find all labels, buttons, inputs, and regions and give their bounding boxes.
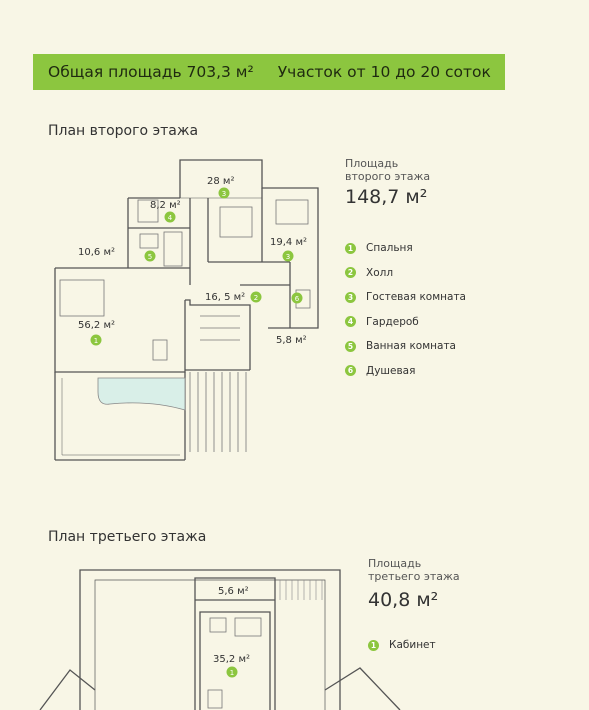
floor2-legend: 1 Спальня 2 Холл 3 Гостевая комната 4 Гардер… [345, 236, 466, 383]
floor2-walls [54, 159, 319, 461]
room-badge-number: 3 [286, 253, 290, 261]
room-area-16-5: 16, 5 м² [205, 292, 245, 303]
room-badge-number: 2 [254, 294, 258, 302]
legend-label: Кабинет [389, 639, 436, 652]
room-area-56-2: 56,2 м² [78, 320, 115, 331]
legend-number-badge: 3 [345, 291, 356, 303]
floor3-legend: 1 Кабинет [368, 633, 436, 658]
legend-item: 2 Холл [345, 261, 466, 286]
floor2-area-label-line2: второго этажа [345, 170, 431, 183]
floor3-area-label-line2: третьего этажа [368, 570, 460, 583]
room-area-19-4: 19,4 м² [270, 237, 307, 248]
room-badge: 3 [282, 250, 294, 262]
room-badge: 4 [164, 211, 176, 223]
floor3-area-value: 40,8 м² [368, 589, 439, 611]
legend-number-badge: 1 [345, 242, 356, 254]
legend-number-badge: 5 [345, 340, 356, 352]
room-badge: 2 [250, 291, 262, 303]
room-badge-number: 3 [222, 190, 226, 198]
legend-number-badge: 6 [345, 365, 356, 377]
legend-number-badge: 4 [345, 316, 356, 328]
room-badge-number: 1 [230, 669, 234, 677]
floor3-walls [39, 569, 401, 710]
floor3-area-label-line1: Площадь [368, 557, 422, 570]
floor3-stairs [279, 580, 323, 600]
room-area-10-6: 10,6 м² [78, 247, 115, 258]
floor3-furniture [207, 617, 262, 709]
room-badge-number: 4 [168, 214, 173, 222]
area-banner: Общая площадь 703,3 м² Участок от 10 до … [33, 54, 505, 90]
legend-number-badge: 1 [368, 639, 379, 651]
floor2-area-label: Площадь второго этажа [345, 157, 430, 183]
legend-item: 5 Ванная комната [345, 334, 466, 359]
legend-item: 3 Гостевая комната [345, 285, 466, 310]
floor3-area-label: Площадь третьего этажа [368, 557, 460, 583]
room-area-5-6: 5,6 м² [218, 586, 249, 597]
room-badge-number: 1 [94, 337, 98, 345]
room-badge-number: 6 [295, 295, 300, 303]
legend-number-badge: 2 [345, 267, 356, 279]
floor2-area-label-line1: Площадь [345, 157, 399, 170]
room-badge: 1 [90, 334, 102, 346]
room-area-35-2: 35,2 м² [213, 654, 250, 665]
legend-label: Холл [366, 266, 394, 279]
room-badge: 3 [218, 187, 230, 199]
legend-label: Душевая [366, 364, 416, 377]
room-badge: 5 [144, 250, 156, 262]
room-badge-number: 5 [148, 253, 152, 261]
legend-label: Ванная комната [366, 340, 456, 353]
legend-item: 4 Гардероб [345, 310, 466, 335]
floor2-area-value: 148,7 м² [345, 186, 428, 208]
room-badge: 1 [226, 666, 238, 678]
legend-item: 1 Кабинет [368, 633, 436, 658]
pool-shape [97, 377, 186, 411]
legend-label: Спальня [366, 242, 413, 255]
legend-label: Гостевая комната [366, 291, 466, 304]
room-area-28: 28 м² [207, 176, 234, 187]
total-area-text: Общая площадь 703,3 м² [48, 63, 254, 81]
room-area-8-2: 8,2 м² [150, 200, 181, 211]
floor2-title: План второго этажа [48, 123, 199, 139]
room-area-5-8: 5,8 м² [276, 335, 307, 346]
legend-item: 6 Душевая [345, 359, 466, 384]
legend-label: Гардероб [366, 315, 419, 328]
floor3-title: План третьего этажа [48, 529, 207, 545]
room-badge: 6 [291, 292, 303, 304]
legend-item: 1 Спальня [345, 236, 466, 261]
plot-size-text: Участок от 10 до 20 соток [277, 63, 491, 81]
floor2-furniture [59, 199, 311, 452]
